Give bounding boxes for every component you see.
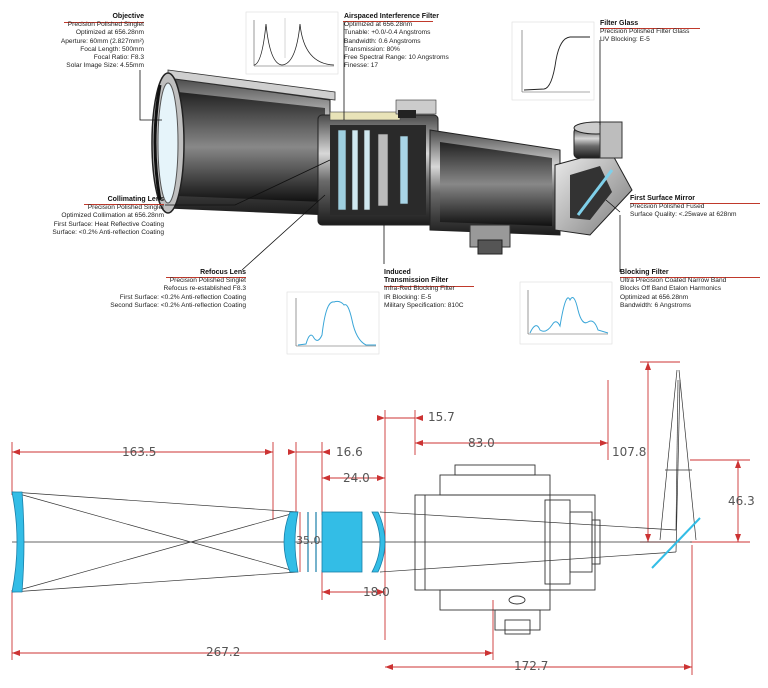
induced-transmission-line: Infra-Red Blocking Filter [384, 285, 455, 293]
airspaced-filter-title: Airspaced Interference Filter [344, 13, 439, 20]
blocking-filter-graph [519, 281, 613, 345]
induced-transmission-label: Induced Transmission Filter Infra-Red Bl… [384, 269, 464, 310]
filterglass-title-rule [600, 28, 700, 29]
refocus-title-rule [166, 277, 246, 278]
dim-107-8: 107.8 [612, 445, 647, 459]
blocking-filter-label: Blocking Filter Ultra Precision Coated N… [620, 269, 726, 310]
collimating-lens-line: First Surface: Heat Reflective Coating [53, 220, 164, 228]
induced-transmission-title-2: Transmission Filter [384, 277, 449, 285]
filter-housing [317, 99, 439, 226]
first-surface-mirror-line: Precision Polished Fused [630, 203, 705, 211]
refocus-lens-line: Precision Polished Singlet [169, 277, 246, 285]
collimating-lens-line: Surface: <0.2% Anti-reflection Coating [52, 228, 164, 236]
blocking-filter-line: Optimized at 656.28nm [620, 293, 689, 301]
etalon-element [321, 511, 363, 573]
collimating-title-rule [84, 204, 164, 205]
dim-46-3: 46.3 [728, 494, 755, 508]
objective-title: Objective [112, 13, 144, 20]
airspaced-filter-line: Bandwidth: 0.6 Angstroms [344, 37, 421, 45]
dim-267-2: 267.2 [206, 645, 241, 659]
dim-163-5: 163.5 [122, 445, 157, 459]
objective-line: Focal Length: 500mm [80, 45, 144, 53]
filter-glass-line: UV Blocking: E-5 [600, 36, 650, 44]
refocus-lens-element [371, 511, 386, 573]
airspaced-filter-line: Transmission: 80% [344, 45, 400, 53]
rear-tube [429, 129, 561, 255]
blocking-filter-line: Bandwidth: 6 Angstroms [620, 301, 692, 309]
airspaced-filter-line: Optimized at 656.28nm [344, 21, 413, 29]
objective-lens [151, 72, 185, 214]
dim-16-6: 16.6 [336, 445, 363, 459]
first-surface-mirror-title: First Surface Mirror [630, 195, 695, 202]
refocus-lens-label: Refocus Lens Precision Polished Singlet … [70, 269, 246, 310]
objective-title-rule [64, 22, 144, 23]
refocus-lens-line: First Surface: <0.2% Anti-reflection Coa… [119, 293, 246, 301]
induced-transmission-graph [286, 291, 380, 355]
diagonal-mirror-element [651, 517, 701, 569]
refocus-lens-line: Refocus re-established F8.3 [163, 285, 246, 293]
collimating-lens-line: Optimized Collimation at 656.28nm [61, 212, 164, 220]
dimension-lines [11, 361, 750, 675]
blocking-filter-line: Ultra Precision Coated Narrow Band [620, 277, 727, 285]
objective-lens-element [11, 491, 25, 593]
etalon-transmission-graph [245, 11, 339, 75]
filter-glass-line: Precision Polished Filter Glass [600, 28, 690, 36]
airspaced-title-rule [343, 21, 433, 22]
dim-172-7: 172.7 [514, 659, 549, 673]
mirror-title-rule [630, 203, 760, 204]
filter-glass-graph [511, 21, 595, 101]
collimating-lens-line: Precision Polished Singlet [87, 204, 164, 212]
dimension-arrows [12, 362, 741, 670]
airspaced-filter-line: Free Spectral Range: 10 Angstroms [344, 54, 449, 62]
objective-line: Focal Ratio: F8.3 [93, 54, 144, 62]
filter-glass-title: Filter Glass [600, 20, 639, 27]
airspaced-filter-line: Finesse: 17 [344, 62, 379, 70]
dim-18-0: 18.0 [363, 585, 390, 599]
objective-line: Aperture: 60mm (2.827mm²) [60, 37, 144, 45]
filter-glass-label: Filter Glass Precision Polished Filter G… [600, 20, 689, 45]
induced-transmission-title-1: Induced [384, 269, 411, 276]
diagonal-eyepiece [554, 121, 633, 236]
dim-15-7: 15.7 [428, 410, 455, 424]
first-surface-mirror-label: First Surface Mirror Precision Polished … [630, 195, 736, 220]
objective-line: Solar Image Size: 4.55mm [66, 62, 144, 70]
airspaced-filter-line: Tunable: +0.0/-0.4 Angstroms [344, 29, 431, 37]
induced-title-rule [384, 286, 474, 287]
induced-transmission-line: IR Blocking: E-5 [384, 293, 432, 301]
collimating-lens-title: Collimating Lens [107, 196, 164, 203]
dim-83-0: 83.0 [468, 436, 495, 450]
objective-line: Precision Polished Singlet [67, 21, 144, 29]
telescope-cutaway-illustration [139, 11, 633, 355]
objective-tube [167, 69, 336, 216]
collimating-lens-label: Collimating Lens Precision Polished Sing… [20, 196, 164, 237]
airspaced-filter-label: Airspaced Interference Filter Optimized … [344, 13, 449, 70]
objective-line: Optimized at 656.28nm [75, 29, 144, 37]
blocking-filter-line: Blocks Off Band Etalon Harmonics [620, 285, 722, 293]
objective-label: Objective Precision Polished Singlet Opt… [44, 13, 144, 70]
refocus-lens-line: Second Surface: <0.2% Anti-reflection Co… [110, 301, 246, 309]
induced-transmission-line: Military Specification: 810C [384, 301, 464, 309]
dim-35-0: 35.0 [296, 534, 321, 547]
leader-lines [139, 22, 621, 272]
mechanical-housing [414, 464, 601, 635]
refocus-lens-title: Refocus Lens [200, 269, 246, 276]
blocking-title-rule [620, 277, 760, 278]
blocking-filter-title: Blocking Filter [620, 269, 669, 276]
first-surface-mirror-line: Surface Quality: <.25wave at 628nm [630, 211, 737, 219]
dim-24-0: 24.0 [343, 471, 370, 485]
